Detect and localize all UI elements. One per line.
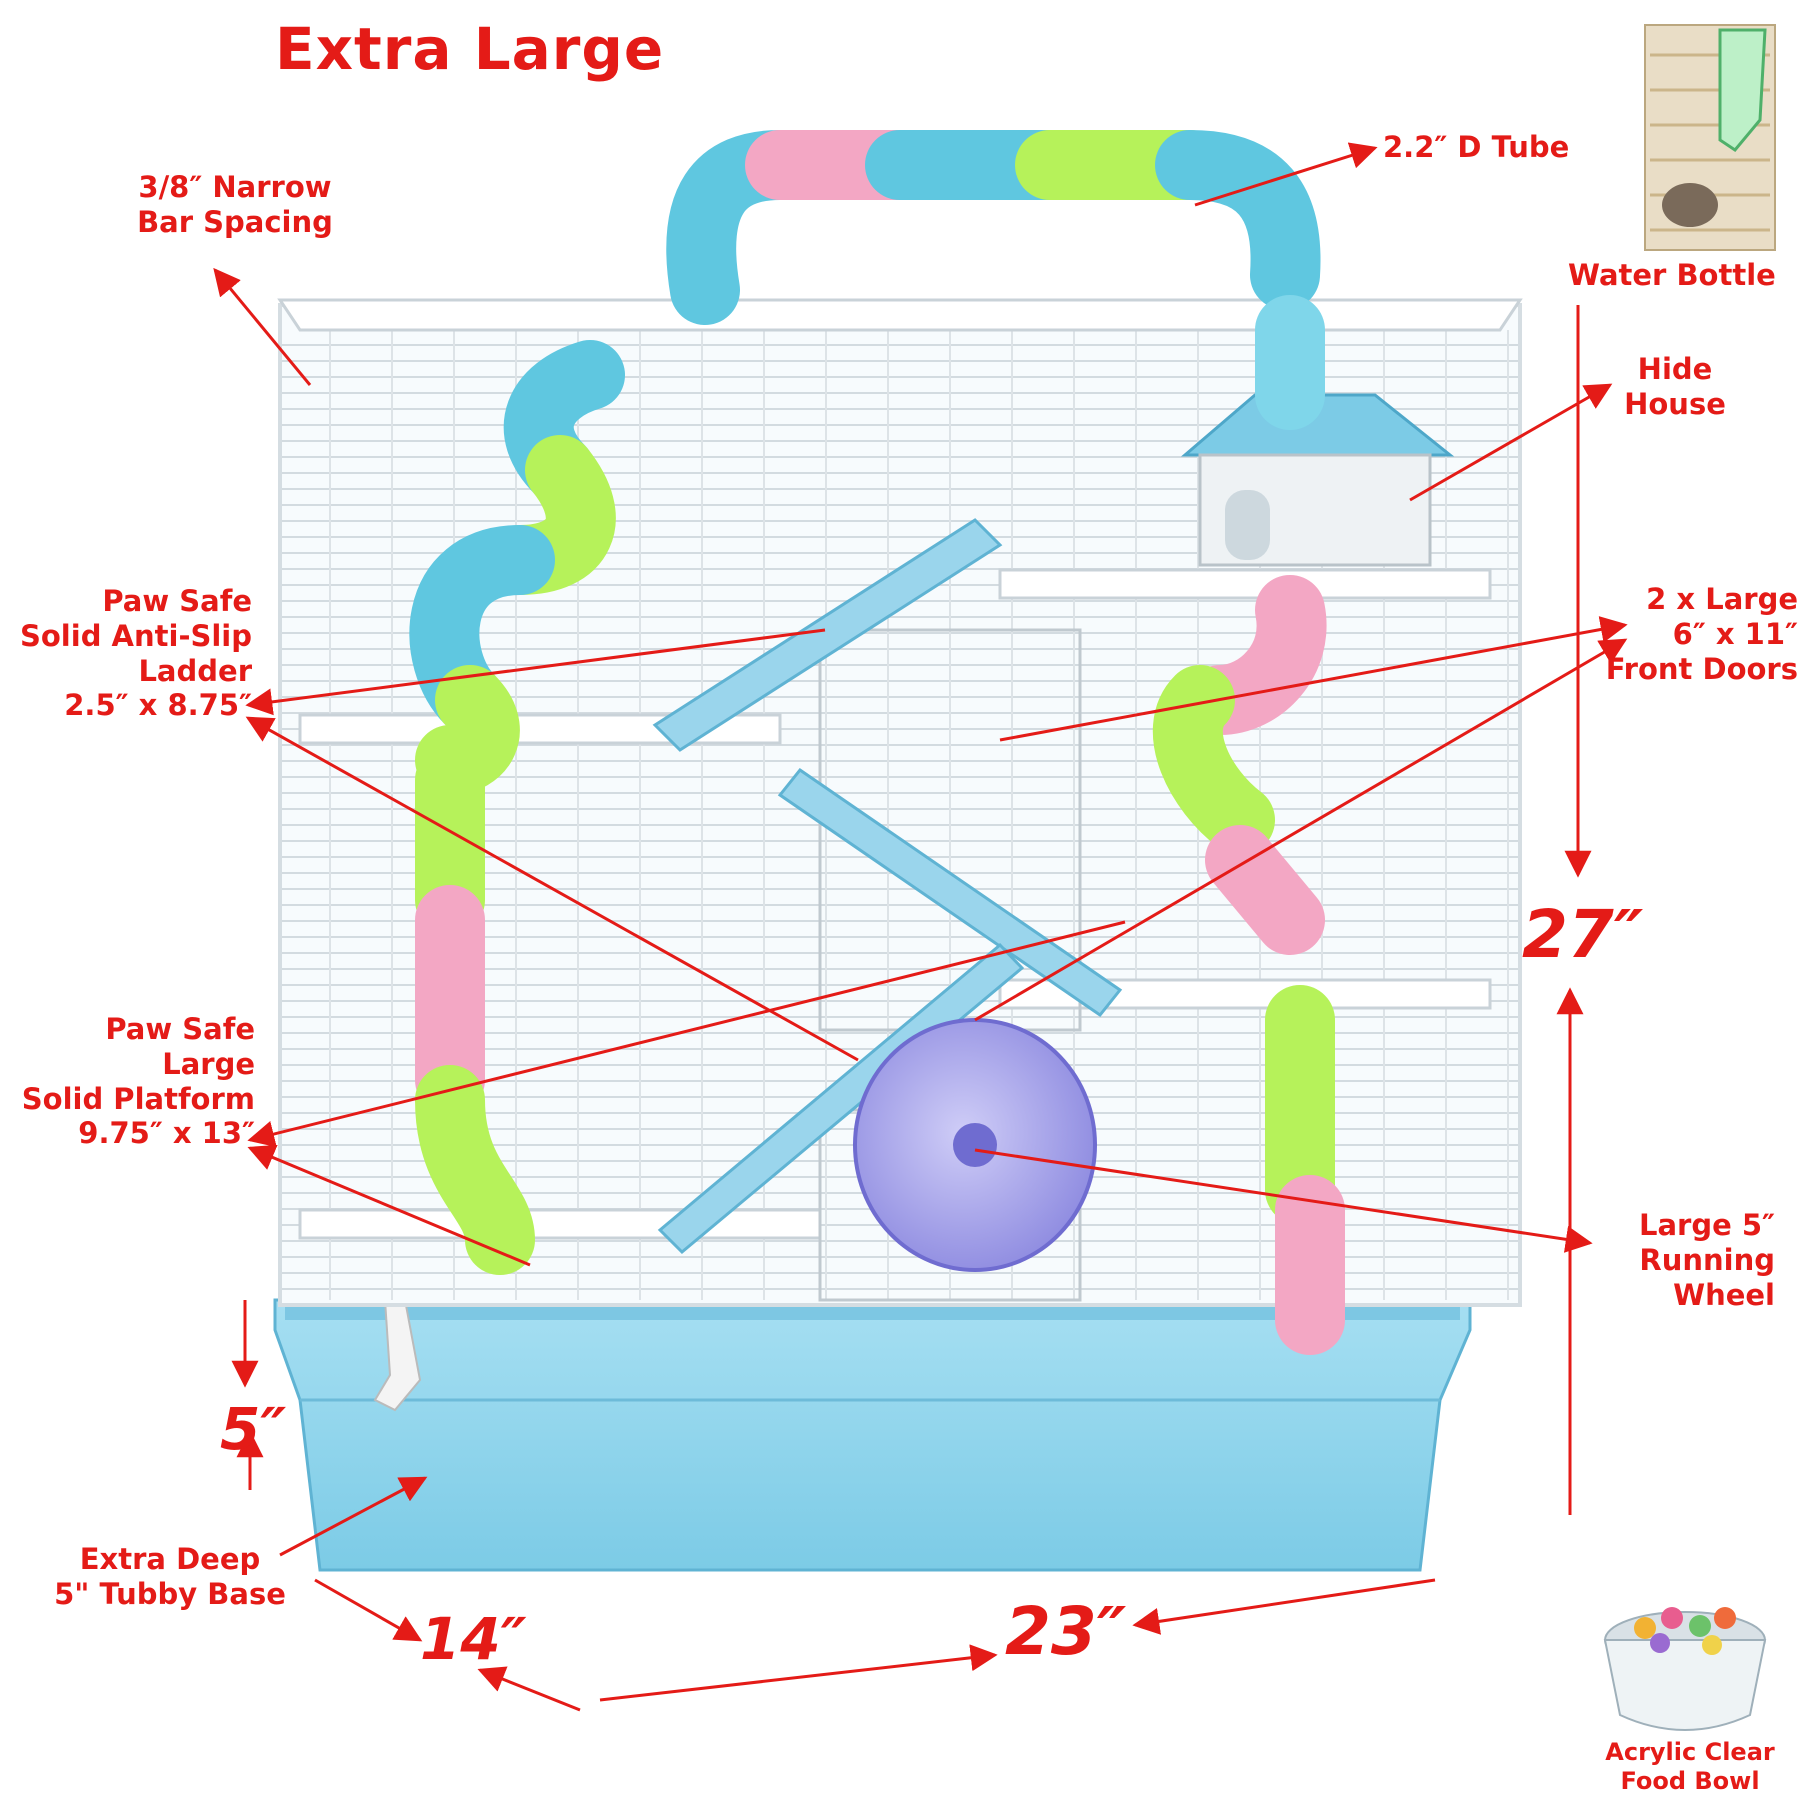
dimension-base-depth: 5″ [220,1395,287,1463]
arrow-ladder-2 [245,716,859,1062]
arrow-tube [1194,142,1378,207]
tube-system [409,130,1345,1355]
arrow-platform-2 [247,1144,531,1267]
callout-bar-spacing: 3/8″ Narrow Bar Spacing [137,170,333,239]
hamster-icon [1662,183,1718,227]
callout-food-bowl: Acrylic Clear Food Bowl [1605,1738,1775,1795]
running-wheel [853,1018,1097,1272]
dimension-width: 23″ [1005,1593,1127,1670]
arrow-ladder-1 [245,628,826,716]
arrow-front-doors-1 [999,616,1628,742]
arrow-platform-1 [247,920,1126,1148]
arrow-width-left [599,1644,998,1702]
water-bottle-photo [1644,24,1776,251]
page-title: Extra Large [275,15,665,83]
arrow-width-right [1132,1578,1436,1635]
callout-hide-house: Hide House [1624,352,1726,421]
callout-wheel: Large 5″ Running Wheel [1638,1208,1775,1312]
callout-front-doors: 2 x Large 6″ x 11″ Front Doors [1605,582,1798,686]
arrow-depth [314,1578,423,1642]
dimension-depth: 14″ [420,1605,527,1673]
callout-ladder: Paw Safe Solid Anti-Slip Ladder 2.5″ x 8… [20,584,252,723]
hide-house [1180,393,1455,567]
callout-base: Extra Deep 5" Tubby Base [54,1542,286,1611]
shelf [998,568,1492,600]
arrow-base [279,1476,428,1557]
arrow-front-doors-2 [974,638,1628,1022]
food-bowl-photo [1603,1607,1767,1731]
arrow-wheel [974,1148,1593,1253]
dimension-height: 27″ [1522,896,1644,973]
shelf [298,1208,822,1240]
callout-tube: 2.2″ D Tube [1383,130,1570,164]
callout-water-bottle: Water Bottle [1568,258,1776,292]
callout-platform: Paw Safe Large Solid Platform 9.75″ x 13… [21,1012,255,1151]
callout-arrows [213,142,1628,1712]
arrow-depth-back [477,1666,581,1712]
ladder [652,518,1123,1255]
arrow-bar-spacing [213,267,312,386]
